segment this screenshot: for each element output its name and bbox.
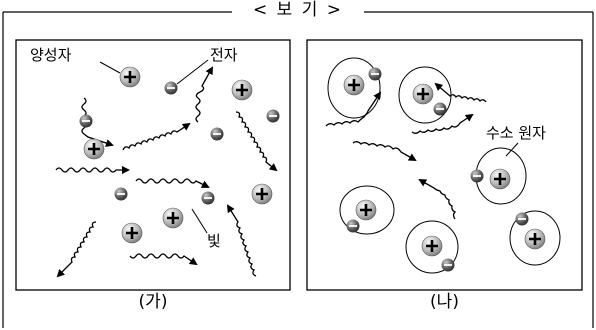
protons-a [83, 66, 273, 244]
section-header: < 보 기 > [0, 0, 596, 24]
proton [162, 207, 184, 229]
electrons-a [79, 81, 280, 205]
light-wave [434, 82, 487, 103]
proton [421, 235, 443, 257]
caption-panel-a: (가) [138, 292, 168, 312]
label-light: 빛 [207, 232, 221, 250]
light-wave [135, 178, 210, 188]
light-wave [235, 111, 278, 172]
leader-line-hydrogen [505, 142, 519, 157]
panel-b-frame [306, 39, 583, 291]
light-waves-a [55, 66, 278, 278]
label-hydrogen-atom: 수소 원자 [486, 124, 546, 142]
light-wave [325, 91, 382, 127]
electron [441, 258, 455, 272]
proton [231, 79, 253, 101]
electron [164, 81, 178, 95]
proton [119, 66, 141, 88]
electron [114, 187, 128, 201]
section-title: < 보 기 > [245, 0, 351, 20]
electron [470, 169, 484, 183]
electron [368, 67, 382, 81]
electron [266, 109, 280, 123]
light-wave [418, 179, 457, 220]
outer-border [2, 11, 594, 328]
electron [201, 191, 215, 205]
light-waves-b [325, 82, 487, 220]
proton [489, 168, 511, 190]
electron [79, 114, 93, 128]
leader-lines-a [99, 59, 209, 234]
proton [355, 199, 377, 221]
light-wave [411, 113, 474, 134]
light-wave [195, 66, 213, 123]
proton [524, 228, 546, 250]
label-proton: 양성자 [30, 46, 72, 64]
light-wave [56, 221, 97, 278]
proton [343, 74, 365, 96]
proton [83, 138, 105, 160]
light-wave [352, 141, 417, 161]
proton [412, 83, 434, 105]
light-wave [129, 253, 198, 266]
electron [346, 219, 360, 233]
proton [121, 222, 143, 244]
light-wave [122, 122, 191, 151]
light-wave [55, 166, 130, 174]
light-wave [226, 204, 257, 277]
panel-a-frame [15, 39, 291, 291]
proton [251, 183, 273, 205]
electron [210, 127, 224, 141]
electrons-b [346, 67, 529, 272]
caption-panel-b: (나) [430, 292, 459, 312]
electron [433, 102, 447, 116]
electron [515, 212, 529, 226]
protons-b [343, 74, 546, 257]
label-electron: 전자 [210, 46, 238, 64]
